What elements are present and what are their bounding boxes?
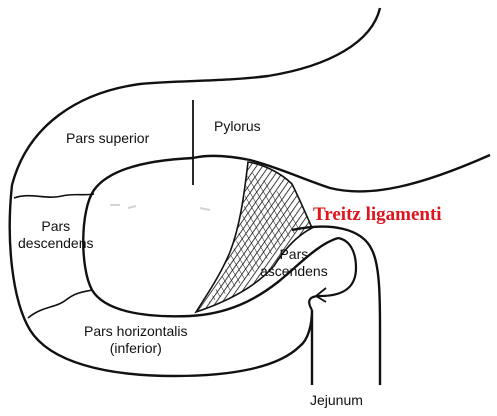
label-pars-superior: Pars superior <box>66 130 149 147</box>
pars-descendens-upper-boundary <box>14 194 94 198</box>
label-treitz-ligamenti: Treitz ligamenti <box>313 204 442 226</box>
label-pylorus-text: Pylorus <box>214 118 261 135</box>
label-pars-ascendens: Pars ascendens <box>260 246 328 280</box>
label-jejunum: Jejunum <box>310 392 363 409</box>
label-pars-descendens-line1: Pars <box>18 218 94 235</box>
pylorus-outline <box>193 155 490 191</box>
label-pars-horizontalis-line2: (inferior) <box>84 340 188 357</box>
label-pars-descendens-line2: descendens <box>18 235 94 252</box>
label-pars-ascendens-line1: Pars <box>260 246 328 263</box>
label-pars-ascendens-line2: ascendens <box>260 263 328 280</box>
label-jejunum-text: Jejunum <box>310 392 363 409</box>
label-pylorus: Pylorus <box>214 118 261 135</box>
label-treitz-text: Treitz ligamenti <box>313 204 442 226</box>
label-pars-descendens: Pars descendens <box>18 218 94 252</box>
label-pars-superior-text: Pars superior <box>66 130 149 147</box>
label-pars-horizontalis: Pars horizontalis (inferior) <box>84 323 188 357</box>
smudge-marks <box>110 205 210 210</box>
pars-descendens-lower-boundary <box>28 290 92 318</box>
label-pars-horizontalis-line1: Pars horizontalis <box>84 323 188 340</box>
